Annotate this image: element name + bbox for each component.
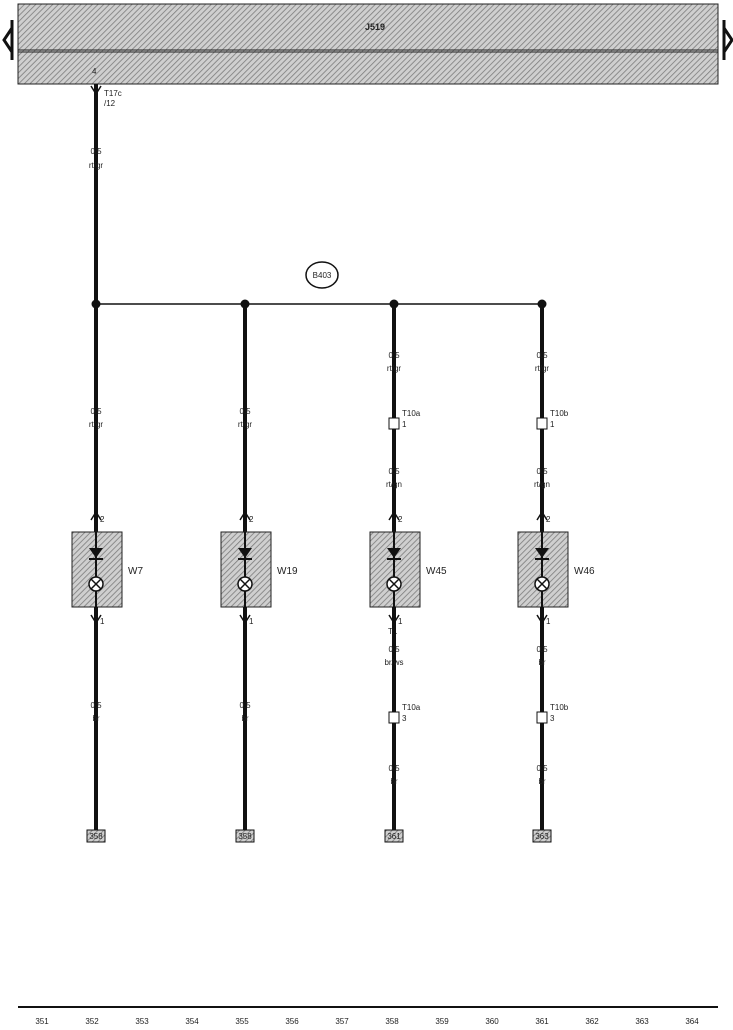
pin-bottom: 1 bbox=[398, 617, 403, 626]
right-arrow-icon bbox=[722, 27, 733, 53]
connector-box bbox=[388, 711, 400, 724]
pin-chevron-icon bbox=[90, 510, 102, 521]
ruler-tick: 355 bbox=[235, 1017, 249, 1026]
wire-color: rt/gr bbox=[387, 364, 402, 373]
connector-pin: 1 bbox=[550, 420, 555, 429]
diode-icon bbox=[535, 548, 549, 558]
connector-name: T10a bbox=[402, 703, 421, 712]
ground-ref: 358 bbox=[89, 832, 103, 841]
ruler-tick: 357 bbox=[335, 1017, 349, 1026]
wire-color: rt/gn bbox=[534, 480, 550, 489]
connector-name: T17c bbox=[104, 89, 122, 98]
pin-bottom: 1 bbox=[249, 617, 254, 626]
pin-chevron-icon bbox=[536, 510, 548, 521]
ruler-tick: 359 bbox=[435, 1017, 449, 1026]
control-module: J519 bbox=[2, 3, 733, 85]
connector-box bbox=[388, 417, 400, 430]
connector-name: T10b bbox=[550, 409, 569, 418]
wire-size: 0.5 bbox=[388, 764, 400, 773]
ground-ref: 361 bbox=[387, 832, 401, 841]
trunk: 4 T17c /12 0.5 rt/gr B403 bbox=[89, 67, 542, 305]
connector-pin: /12 bbox=[104, 99, 116, 108]
connector-pin: 3 bbox=[402, 714, 407, 723]
wire-size: 0.5 bbox=[536, 467, 548, 476]
wire-size: 0.5 bbox=[90, 701, 102, 710]
lamp-branch-2: 0.5 rt/gr 2 W19 1 0.5 br 358 bbox=[220, 299, 298, 843]
pin-chevron-icon bbox=[239, 510, 251, 521]
ruler-tick: 361 bbox=[535, 1017, 549, 1026]
connector-pin: 3 bbox=[550, 714, 555, 723]
control-module-label: J519 bbox=[365, 22, 385, 32]
lamp-id: W46 bbox=[574, 566, 595, 577]
wire-color: br bbox=[538, 777, 545, 786]
ruler-tick: 351 bbox=[35, 1017, 49, 1026]
ground-ref-box bbox=[235, 829, 255, 843]
ruler-tick: 353 bbox=[135, 1017, 149, 1026]
wire-color: br bbox=[390, 777, 397, 786]
pin-bottom: 1 bbox=[100, 617, 105, 626]
ground-ref-box bbox=[86, 829, 106, 843]
connector-box bbox=[536, 711, 548, 724]
diode-icon bbox=[387, 548, 401, 558]
ruler-tick: 360 bbox=[485, 1017, 499, 1026]
pin-chevron-icon bbox=[388, 510, 400, 521]
ground-ref: 358 bbox=[238, 832, 252, 841]
lamp-id: W19 bbox=[277, 566, 298, 577]
wire-size: 0.5 bbox=[388, 467, 400, 476]
connector-name: T10a bbox=[402, 409, 421, 418]
pin-top: 2 bbox=[249, 515, 254, 524]
wire-color: br bbox=[538, 658, 545, 667]
wire-color: rt/gn bbox=[386, 480, 402, 489]
wire-size: 0.5 bbox=[239, 701, 251, 710]
ruler-tick: 358 bbox=[385, 1017, 399, 1026]
wire-color: br bbox=[92, 714, 99, 723]
wire-size: 0.5 bbox=[239, 407, 251, 416]
splice-circle bbox=[305, 261, 339, 289]
pin-top: 2 bbox=[100, 515, 105, 524]
left-arrow-icon bbox=[2, 27, 14, 53]
wire-color: rt/gr bbox=[89, 420, 104, 429]
connector-box bbox=[536, 417, 548, 430]
ruler-tick: 354 bbox=[185, 1017, 199, 1026]
ground-ref-box bbox=[532, 829, 552, 843]
trunk-wire-size: 0.5 bbox=[90, 147, 102, 156]
ground-ref: 363 bbox=[535, 832, 549, 841]
ruler-tick: 363 bbox=[635, 1017, 649, 1026]
wire-color: rt/gr bbox=[535, 364, 550, 373]
wire-size: 0.5 bbox=[536, 764, 548, 773]
ruler-tick: 356 bbox=[285, 1017, 299, 1026]
ruler-tick: 364 bbox=[685, 1017, 699, 1026]
ruler-tick: 352 bbox=[85, 1017, 99, 1026]
wire-size: 0.5 bbox=[536, 645, 548, 654]
wire-size: 0.5 bbox=[536, 351, 548, 360]
lamp-branch-4: 0.5 rt/gr T10b 1 0.5 rt/gn 2 W46 1 0.5 b… bbox=[517, 299, 595, 843]
trunk-wire-color: rt/gr bbox=[89, 161, 104, 170]
wire-color: rt/gr bbox=[238, 420, 253, 429]
wire-color: br/ws bbox=[384, 658, 403, 667]
wire-color: br bbox=[241, 714, 248, 723]
control-module-box bbox=[17, 3, 719, 85]
ground-ref-box bbox=[384, 829, 404, 843]
pin-bottom: 1 bbox=[546, 617, 551, 626]
lamp-branch-3: 0.5 rt/gr T10a 1 0.5 rt/gn 2 W45 1 T1 0.… bbox=[369, 299, 447, 843]
splice-label: B403 bbox=[313, 271, 332, 280]
module-pin-label: 4 bbox=[92, 67, 97, 76]
diode-icon bbox=[89, 548, 103, 558]
page-ruler: 351 352 353 354 355 356 357 358 359 360 … bbox=[18, 1006, 718, 1026]
wire-size: 0.5 bbox=[90, 407, 102, 416]
lamp-branch-1: 0.5 rt/gr 2 W7 1 0.5 br 358 bbox=[71, 299, 143, 843]
pin-top: 2 bbox=[546, 515, 551, 524]
pin-top: 2 bbox=[398, 515, 403, 524]
connector-name: T10b bbox=[550, 703, 569, 712]
wire-size: 0.5 bbox=[388, 645, 400, 654]
connector-pin: 1 bbox=[402, 420, 407, 429]
lamp-id: W45 bbox=[426, 566, 447, 577]
lamp-id: W7 bbox=[128, 566, 143, 577]
diode-icon bbox=[238, 548, 252, 558]
wire-size: 0.5 bbox=[388, 351, 400, 360]
ruler-tick: 362 bbox=[585, 1017, 599, 1026]
